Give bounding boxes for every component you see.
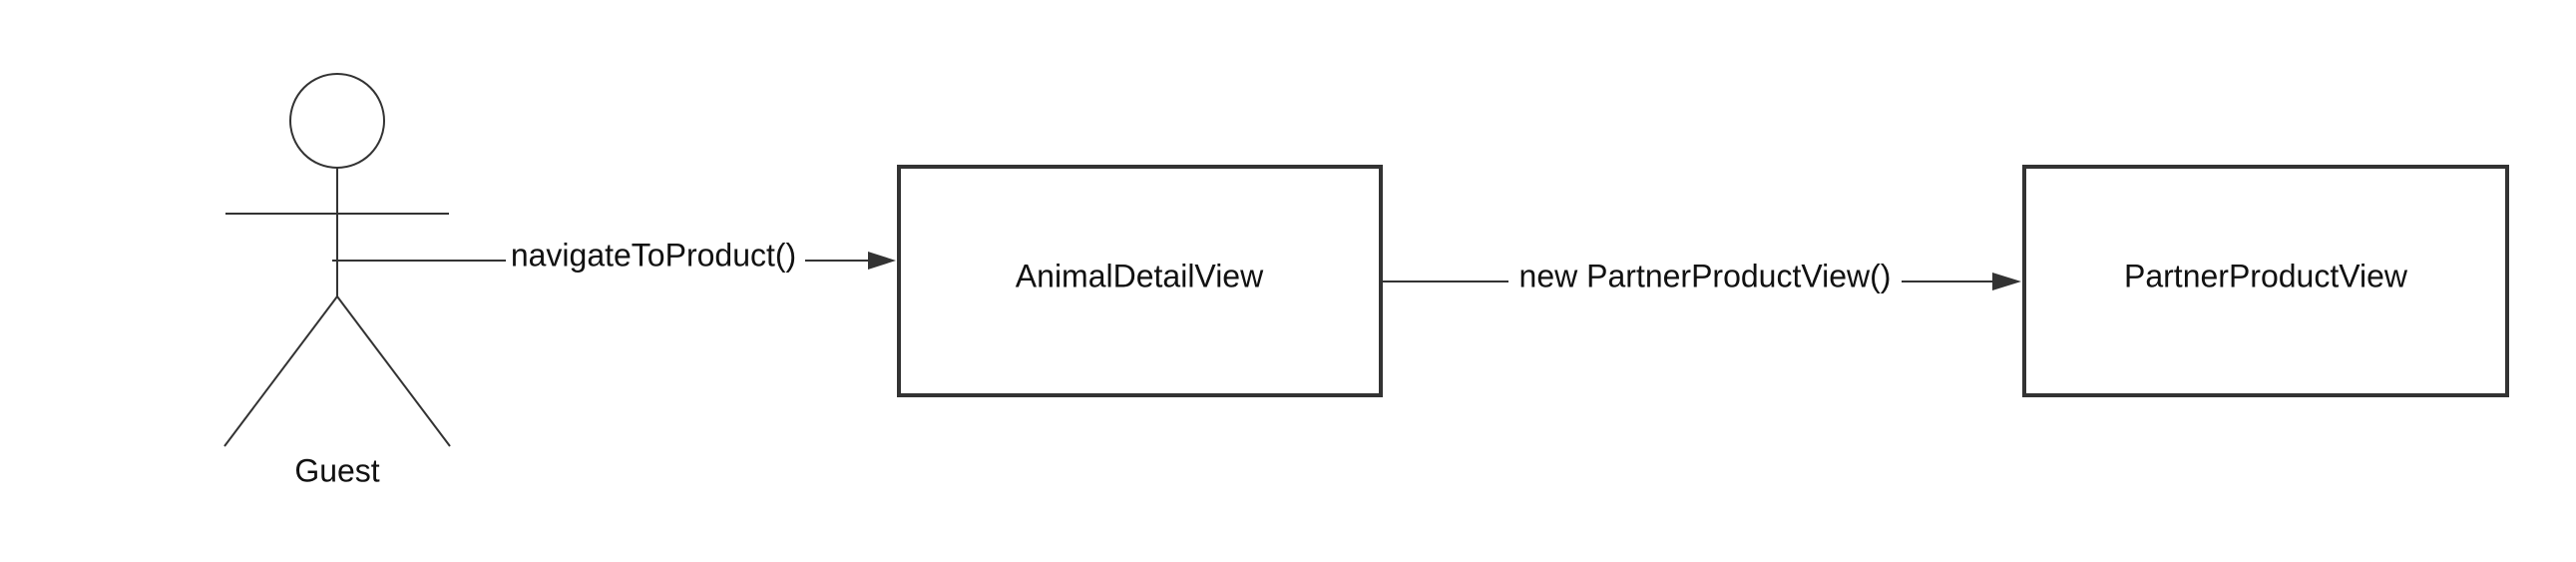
arrowhead-icon xyxy=(868,252,896,270)
node-box xyxy=(2022,165,2509,397)
edge-navigate-to-product[interactable]: navigateToProduct() xyxy=(332,237,896,281)
node-animal-detail-view[interactable]: AnimalDetailView xyxy=(897,165,1383,397)
node-label: PartnerProductView xyxy=(2124,258,2408,293)
edge-label: navigateToProduct() xyxy=(511,237,796,273)
arrowhead-icon xyxy=(1992,273,2021,290)
node-partner-product-view[interactable]: PartnerProductView xyxy=(2022,165,2509,397)
edge-label: new PartnerProductView() xyxy=(1519,258,1892,293)
actor-guest[interactable]: Guest xyxy=(223,73,451,488)
actor-left-leg xyxy=(223,295,338,447)
node-box xyxy=(897,165,1383,397)
actor-head xyxy=(289,73,385,169)
node-label: AnimalDetailView xyxy=(1016,258,1264,293)
actor-right-leg xyxy=(336,295,451,447)
edge-new-partner-product-view[interactable]: new PartnerProductView() xyxy=(1383,258,2021,301)
actor-label: Guest xyxy=(294,452,379,488)
